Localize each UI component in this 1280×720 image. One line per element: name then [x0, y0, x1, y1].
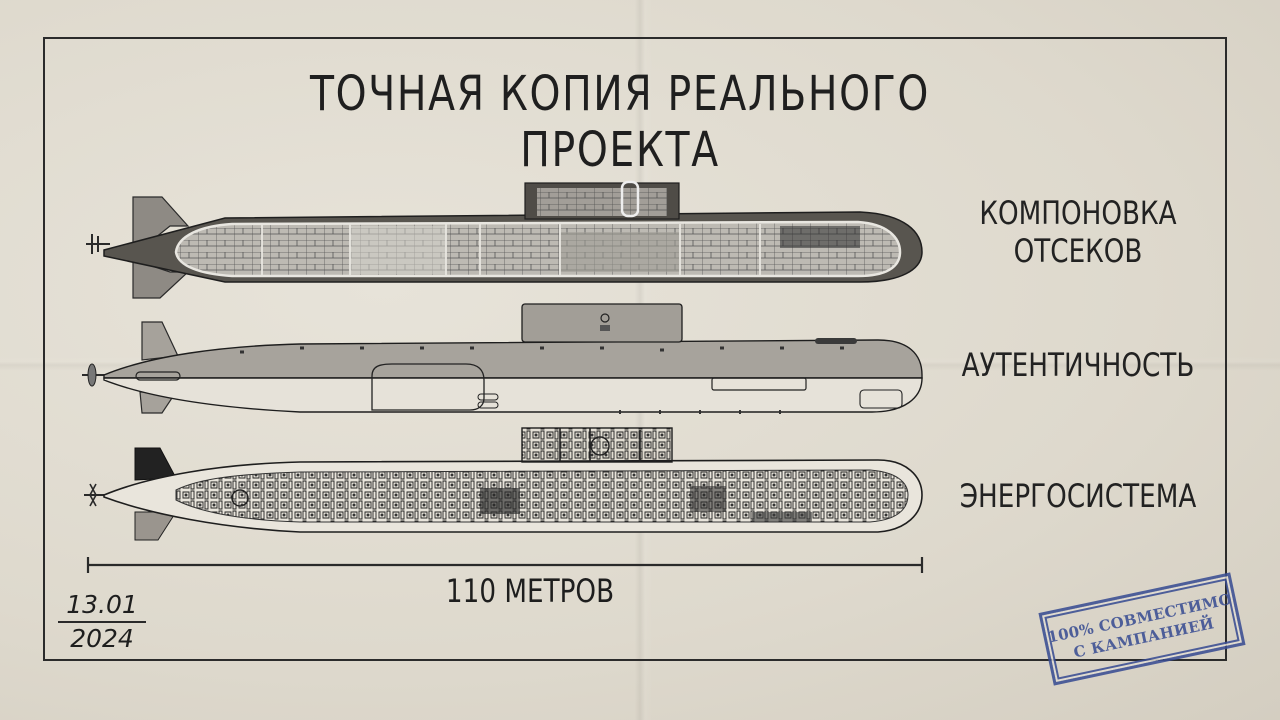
date-day-month: 13.01	[66, 590, 138, 619]
sail-systems	[521, 427, 673, 463]
feature-label-line: ЭНЕРГОСИСТЕМА	[959, 477, 1197, 515]
feature-label-line: АУТЕНТИЧНОСТЬ	[961, 346, 1195, 384]
sail	[521, 303, 683, 343]
feature-label-power-system: ЭНЕРГОСИСТЕМА	[947, 477, 1209, 515]
submarine-profile	[82, 303, 923, 414]
deck-hatches	[240, 346, 844, 354]
submarine-cutaway	[86, 180, 923, 299]
hull-upper	[103, 339, 923, 379]
page-title: ТОЧНАЯ КОПИЯ РЕАЛЬНОГО ПРОЕКТА	[310, 66, 930, 178]
feature-label-line: ОТСЕКОВ	[1013, 232, 1143, 270]
propeller	[87, 363, 97, 387]
feature-label-line: КОМПОНОВКА	[979, 194, 1177, 232]
feature-label-authenticity: АУТЕНТИЧНОСТЬ	[947, 346, 1209, 384]
periscope-mast	[620, 180, 640, 218]
feature-label-compartments: КОМПОНОВКА ОТСЕКОВ	[963, 194, 1193, 270]
date-year: 2024	[70, 624, 134, 653]
upper-rudder	[141, 321, 179, 361]
hull-lower	[103, 377, 923, 413]
date-rule	[58, 621, 146, 623]
bulkheads	[261, 224, 761, 276]
reactor-block	[480, 488, 520, 514]
drawing-frame	[43, 37, 1227, 661]
submarine-schematic	[84, 427, 923, 541]
hull-hatch-outline	[371, 363, 485, 411]
length-label: 110 МЕТРОВ	[445, 572, 615, 610]
date-block: 13.01 2024	[52, 590, 152, 654]
length-dimension-line	[86, 557, 924, 573]
propeller	[89, 483, 97, 507]
